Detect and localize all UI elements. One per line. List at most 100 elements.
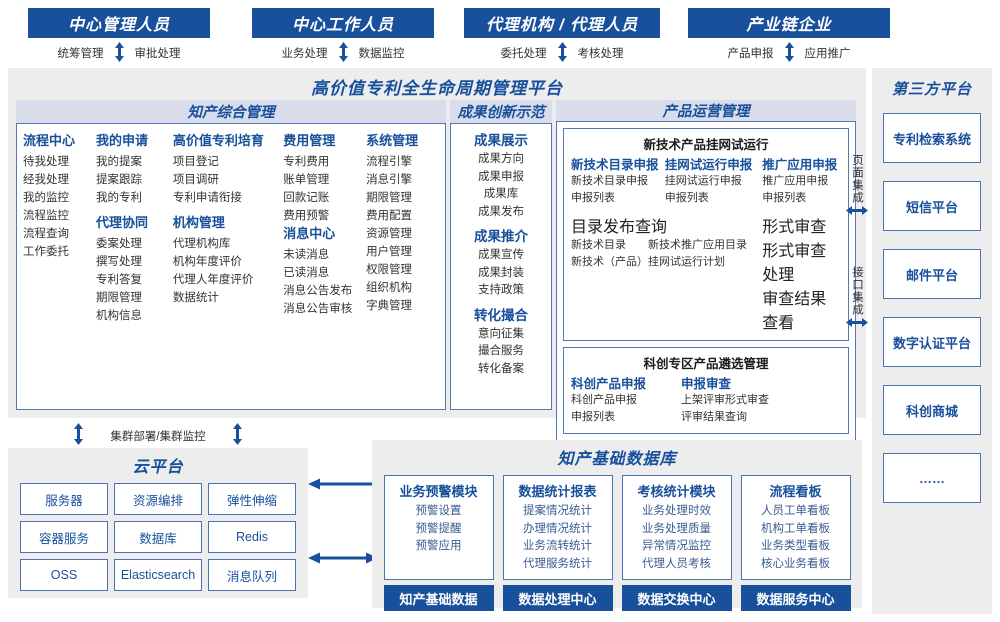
database-footer[interactable]: 数据处理中心 [502,585,613,611]
menu-item[interactable]: 新技术目录 新技术推广应用目录 [571,239,747,251]
menu-item[interactable]: 撰写处理 [95,256,142,268]
menu-item[interactable]: 字典管理 [366,300,413,312]
third-party-item[interactable]: 数字认证平台 [883,317,981,367]
menu-item[interactable]: 待我处理 [23,156,69,168]
role-card-0[interactable]: 中心管理人员 [28,8,210,38]
menu-item[interactable]: 新技术目录申报 [571,175,648,187]
cloud-cell[interactable]: 弹性伸缩 [208,483,296,515]
menu-item[interactable]: 审查结果查看 [762,291,827,332]
menu-item[interactable]: 申报列表 [571,411,615,423]
menu-item[interactable]: 消息公告发布 [283,285,353,297]
database-item[interactable]: 办理情况统计 [523,522,592,535]
menu-item[interactable]: 已读消息 [283,267,330,279]
menu-item[interactable]: 新技术（产品）挂网试运行计划 [571,256,725,268]
menu-item[interactable]: 挂网试运行申报 [664,175,742,187]
menu-item[interactable]: 流程引擎 [366,156,413,168]
database-item[interactable]: 预警设置 [415,505,462,517]
menu-item[interactable]: 评审结果查询 [681,411,747,423]
menu-item[interactable]: 机构年度评价 [172,256,242,268]
menu-item[interactable]: 权限管理 [366,264,413,276]
cloud-cell[interactable]: 服务器 [20,483,108,515]
menu-item[interactable]: 我的提案 [95,156,142,168]
menu-item[interactable]: 申报列表 [571,192,615,204]
menu-item[interactable]: 项目登记 [172,156,219,168]
third-party-item[interactable]: 专利检索系统 [883,113,981,163]
cloud-cell[interactable]: Elasticsearch [114,559,202,591]
database-item[interactable]: 业务流转统计 [523,540,592,552]
menu-item[interactable]: 撮合服务 [478,345,524,357]
menu-item[interactable]: 项目调研 [172,174,219,186]
database-item[interactable]: 机构工单看板 [761,522,830,535]
database-item[interactable]: 核心业务看板 [761,557,830,570]
menu-item[interactable]: 数据统计 [172,292,219,304]
database-item[interactable]: 业务类型看板 [761,540,830,552]
menu-item[interactable]: 推广应用申报 [762,175,829,187]
menu-item[interactable]: 经我处理 [23,174,69,186]
cloud-cell[interactable]: OSS [20,559,108,591]
menu-item[interactable]: 未读消息 [283,249,330,261]
cloud-cell[interactable]: 容器服务 [20,521,108,553]
third-party-item[interactable]: 邮件平台 [883,249,981,299]
third-party-item[interactable]: 短信平台 [883,181,981,231]
menu-item[interactable]: 科创产品申报 [571,394,637,406]
menu-item[interactable]: 我的监控 [23,192,69,204]
menu-item[interactable]: 支持政策 [478,284,524,296]
menu-item[interactable]: 费用配置 [366,210,413,222]
menu-item[interactable]: 意向征集 [478,327,524,340]
menu-item[interactable]: 代理人年度评价 [172,274,254,286]
menu-item[interactable]: 代理机构库 [172,238,231,250]
database-footer[interactable]: 数据服务中心 [740,585,851,611]
menu-item[interactable]: 成果发布 [478,205,524,218]
menu-item[interactable]: 成果方向 [478,153,524,165]
menu-item[interactable]: 专利费用 [283,156,330,168]
menu-item[interactable]: 转化备案 [478,362,524,375]
role-card-1[interactable]: 中心工作人员 [252,8,434,38]
cloud-cell[interactable]: 消息队列 [208,559,296,591]
database-item[interactable]: 代理服务统计 [523,557,592,570]
menu-item[interactable]: 组织机构 [366,282,413,294]
menu-item[interactable]: 上架评审形式审查 [681,394,769,406]
menu-item[interactable]: 专利答复 [95,274,142,286]
menu-item[interactable]: 委案处理 [95,238,142,250]
menu-item[interactable]: 我的专利 [95,192,142,204]
cloud-cell[interactable]: 资源编排 [114,483,202,515]
menu-item[interactable]: 成果申报 [478,170,524,183]
database-item[interactable]: 提案情况统计 [523,505,592,517]
menu-item[interactable]: 工作委托 [23,246,69,258]
menu-item[interactable]: 用户管理 [366,246,413,258]
menu-item[interactable]: 成果宣传 [478,249,524,261]
menu-item[interactable]: 账单管理 [283,174,330,186]
third-party-item[interactable]: 科创商城 [883,385,981,435]
menu-item[interactable]: 流程监控 [23,210,69,222]
menu-item[interactable]: 成果封装 [478,266,524,279]
menu-item[interactable]: 回款记账 [283,192,330,204]
menu-item[interactable]: 资源管理 [366,228,413,240]
cloud-cell[interactable]: Redis [208,521,296,553]
database-footer[interactable]: 知产基础数据 [383,585,494,611]
role-card-3[interactable]: 产业链企业 [688,8,890,38]
menu-item[interactable]: 形式审查处理 [762,243,827,284]
database-footer[interactable]: 数据交换中心 [621,585,732,611]
menu-item[interactable]: 申报列表 [762,192,807,204]
menu-item[interactable]: 成果库 [483,188,519,200]
menu-item[interactable]: 费用预警 [283,210,330,222]
menu-item[interactable]: 期限管理 [366,192,413,204]
cloud-cell[interactable]: 数据库 [114,521,202,553]
menu-item[interactable]: 流程查询 [23,228,69,240]
menu-item[interactable]: 专利申请衔接 [172,192,242,204]
menu-item[interactable]: 消息引擎 [366,174,413,186]
database-item[interactable]: 预警提醒 [415,522,462,535]
database-item[interactable]: 代理人员考核 [642,557,711,570]
database-item[interactable]: 人员工单看板 [761,505,830,517]
database-item[interactable]: 异常情况监控 [642,540,711,552]
menu-item[interactable]: 提案跟踪 [95,174,142,186]
database-item[interactable]: 业务处理时效 [642,505,711,517]
menu-item[interactable]: 机构信息 [95,310,142,322]
third-party-item[interactable]: …… [883,453,981,503]
menu-item[interactable]: 消息公告审核 [283,303,353,315]
role-card-2[interactable]: 代理机构 / 代理人员 [464,8,660,38]
database-item[interactable]: 业务处理质量 [642,522,711,535]
menu-item[interactable]: 期限管理 [95,292,142,304]
menu-item[interactable]: 申报列表 [664,192,709,204]
database-item[interactable]: 预警应用 [415,540,462,552]
